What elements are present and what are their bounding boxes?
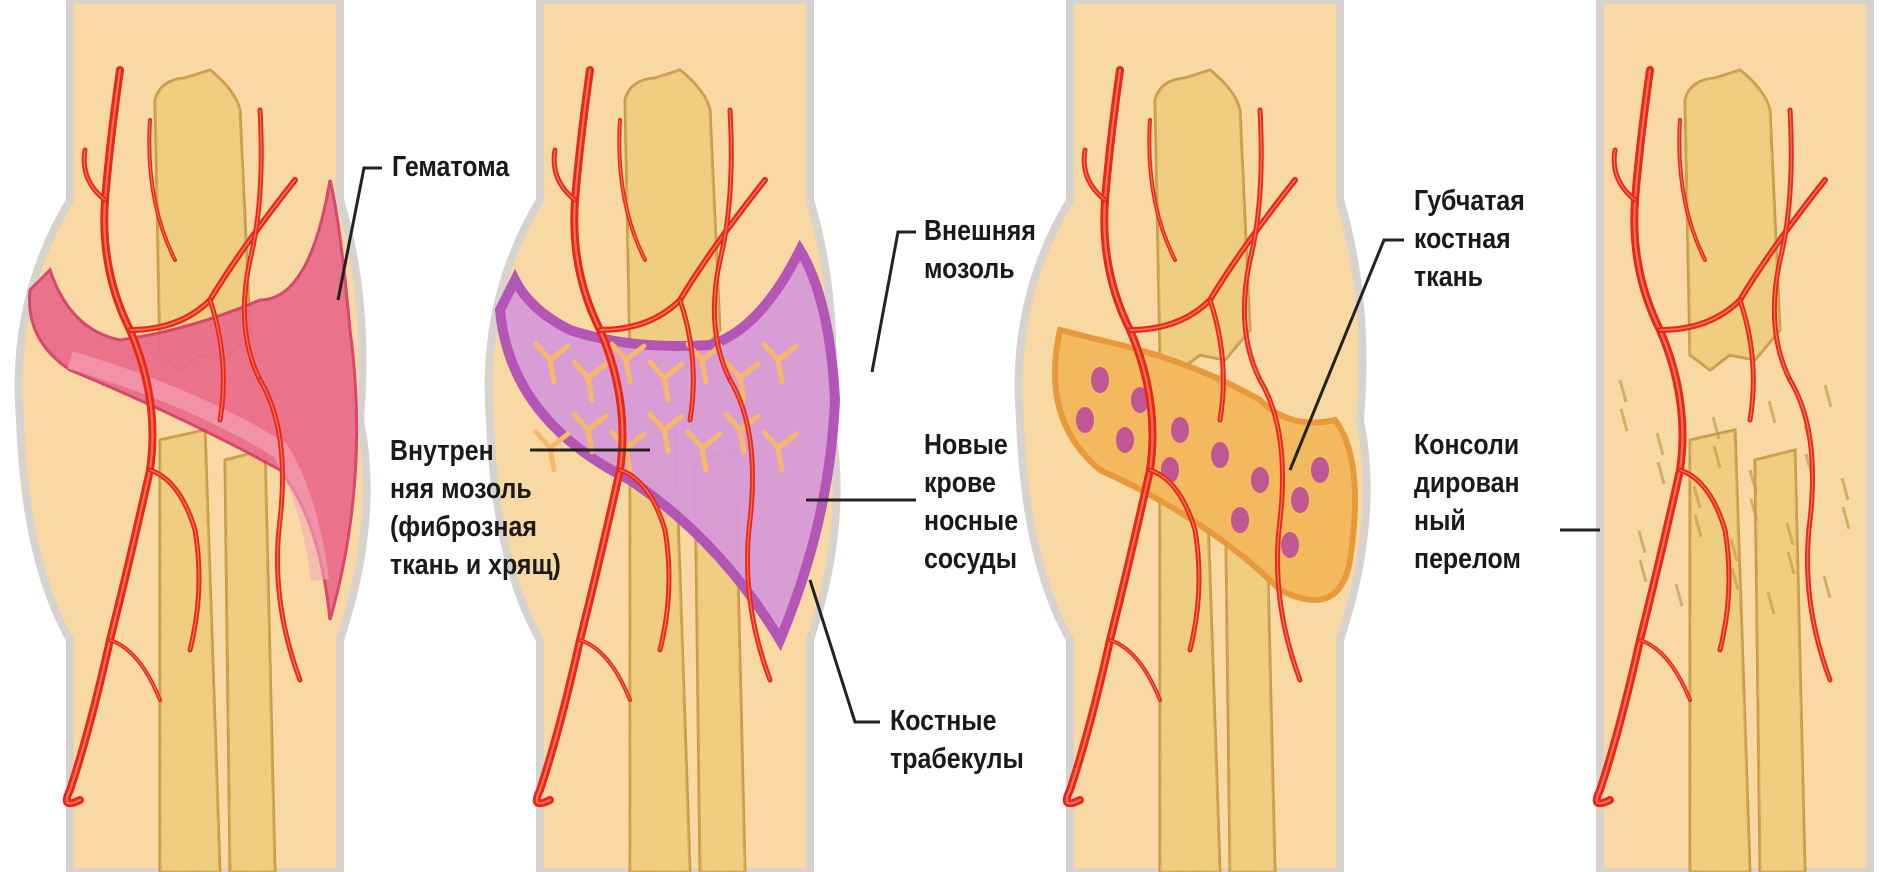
- spongy-bone-cavity: [1281, 532, 1299, 558]
- label-line: (фиброзная: [390, 508, 561, 546]
- label-line: Внутрен: [390, 432, 561, 470]
- spongy-bone-cavity: [1116, 427, 1134, 453]
- label-line: ткань: [1414, 258, 1525, 296]
- panel-hematoma: [19, 0, 382, 872]
- spongy-bone-cavity: [1311, 457, 1329, 483]
- leader-line-external-callus: [872, 232, 916, 372]
- spongy-bone-cavity: [1171, 417, 1189, 443]
- label-line: Костные: [890, 702, 1024, 740]
- spongy-bone-cavity: [1076, 407, 1094, 433]
- spongy-bone-cavity: [1091, 367, 1109, 393]
- label-line: крове: [924, 464, 1018, 502]
- label-line: ткань и хрящ): [390, 546, 561, 584]
- label-internal-callus: Внутрен няя мозоль (фиброзная ткань и хр…: [390, 432, 561, 584]
- label-line: ный: [1414, 502, 1521, 540]
- label-line: сосуды: [924, 540, 1018, 578]
- label-line: Консоли: [1414, 426, 1521, 464]
- label-line: няя мозоль: [390, 470, 561, 508]
- label-hematoma: Гематома: [392, 148, 509, 186]
- spongy-bone-cavity: [1211, 442, 1229, 468]
- label-line: костная: [1414, 220, 1525, 258]
- label-spongy-bone: Губчатая костная ткань: [1414, 182, 1525, 296]
- label-line: Новые: [924, 426, 1018, 464]
- panel-bony-callus: [1019, 0, 1404, 872]
- label-line: перелом: [1414, 540, 1521, 578]
- label-line: Губчатая: [1414, 182, 1525, 220]
- label-line: трабекулы: [890, 740, 1024, 778]
- panel-remodeled: [1560, 0, 1870, 872]
- label-external-callus: Внешняя мозоль: [924, 212, 1036, 288]
- spongy-bone-cavity: [1231, 507, 1249, 533]
- label-hematoma-text: Гематома: [392, 148, 509, 186]
- label-consolidated-fracture: Консоли дирован ный перелом: [1414, 426, 1521, 578]
- label-line: мозоль: [924, 250, 1036, 288]
- label-new-vessels: Новые крове носные сосуды: [924, 426, 1018, 578]
- label-line: Внешняя: [924, 212, 1036, 250]
- label-line: дирован: [1414, 464, 1521, 502]
- spongy-bone-cavity: [1291, 487, 1309, 513]
- label-trabeculae: Костные трабекулы: [890, 702, 1024, 778]
- label-line: носные: [924, 502, 1018, 540]
- spongy-bone-cavity: [1251, 467, 1269, 493]
